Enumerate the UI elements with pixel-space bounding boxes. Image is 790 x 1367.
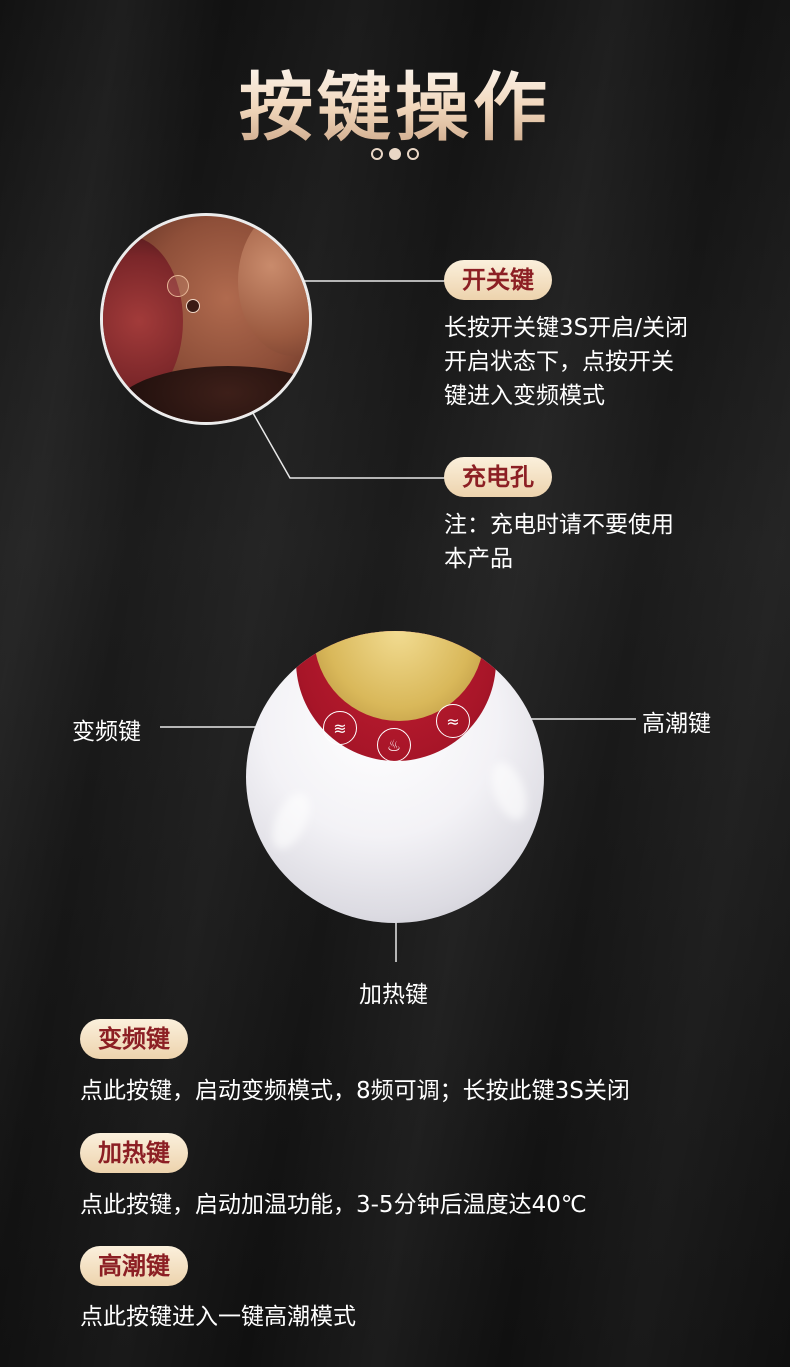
legend-freq-label: 变频键 — [80, 1019, 188, 1059]
dot-filled-icon — [389, 148, 401, 160]
climax-key-side-label: 高潮键 — [642, 711, 711, 737]
title-divider-dots — [0, 148, 790, 160]
product-ball-image: ≋ ♨ ≈ — [246, 631, 544, 923]
page-title: 按键操作 — [0, 48, 790, 155]
heat-key-side-label: 加热键 — [359, 982, 428, 1008]
legend-heat-desc: 点此按键，启动加温功能，3-5分钟后温度达40℃ — [80, 1192, 587, 1218]
legend-freq-desc: 点此按键，启动变频模式，8频可调；长按此键3S关闭 — [80, 1078, 630, 1104]
legend-heat-label: 加热键 — [80, 1133, 188, 1173]
power-button-icon — [167, 275, 189, 297]
charge-port-icon — [186, 299, 200, 313]
legend-climax-desc: 点此按键进入一键高潮模式 — [80, 1304, 356, 1330]
power-key-desc: 长按开关键3S开启/关闭 开启状态下，点按开关 键进入变频模式 — [444, 315, 688, 409]
power-key-callout: 开关键 — [444, 260, 552, 300]
dot-icon — [371, 148, 383, 160]
legend-climax-label: 高潮键 — [80, 1246, 188, 1286]
legend-freq: 变频键 — [80, 1019, 188, 1059]
product-zoom-image — [100, 213, 312, 425]
heat-flame-icon: ♨ — [377, 728, 411, 762]
power-key-label: 开关键 — [444, 260, 552, 300]
freq-key-side-label: 变频键 — [72, 719, 141, 745]
charge-port-callout: 充电孔 — [444, 457, 552, 497]
dot-icon — [407, 148, 419, 160]
legend-heat: 加热键 — [80, 1133, 188, 1173]
frequency-wave-icon: ≋ — [323, 711, 357, 745]
legend-climax: 高潮键 — [80, 1246, 188, 1286]
charge-port-label: 充电孔 — [444, 457, 552, 497]
climax-wave-icon: ≈ — [436, 704, 470, 738]
charge-port-desc: 注：充电时请不要使用 本产品 — [444, 512, 674, 572]
